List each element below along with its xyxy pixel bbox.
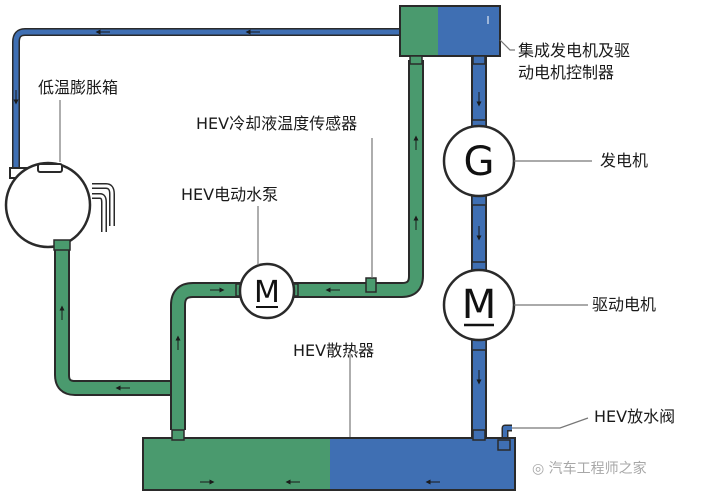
coolant-sensor [365,277,377,293]
flow-arrows [13,29,482,391]
drive-motor-symbol: M [442,261,516,351]
pump-symbol: M [235,262,299,320]
expansion-tank-label: 低温膨胀箱 [38,78,119,97]
drive-motor-label: 驱动电机 [592,295,657,314]
controller-unit [399,5,501,65]
wechat-icon: ◎ [532,461,545,477]
pump-letter: M [254,275,280,310]
controller-label: 集成发电机及驱动电机控制器 [518,41,631,82]
watermark-text: 汽车工程师之家 [548,461,647,477]
coolant-sensor-label: HEV冷却液温度传感器 [196,114,358,133]
tank-vent-hoses [92,183,115,232]
radiator-label: HEV散热器 [293,341,375,360]
pump-label: HEV电动水泵 [181,185,279,204]
generator-letter: G [464,139,495,185]
expansion-tank [4,161,92,251]
leader-lines [59,39,592,437]
green-pipes [54,60,424,430]
drain-valve-label: HEV放水阀 [594,407,676,426]
generator-symbol: G [442,119,516,206]
drive-motor-letter: M [462,282,497,328]
watermark: ◎ 汽车工程师之家 [532,458,647,478]
radiator [142,429,516,491]
generator-label: 发电机 [600,151,649,170]
